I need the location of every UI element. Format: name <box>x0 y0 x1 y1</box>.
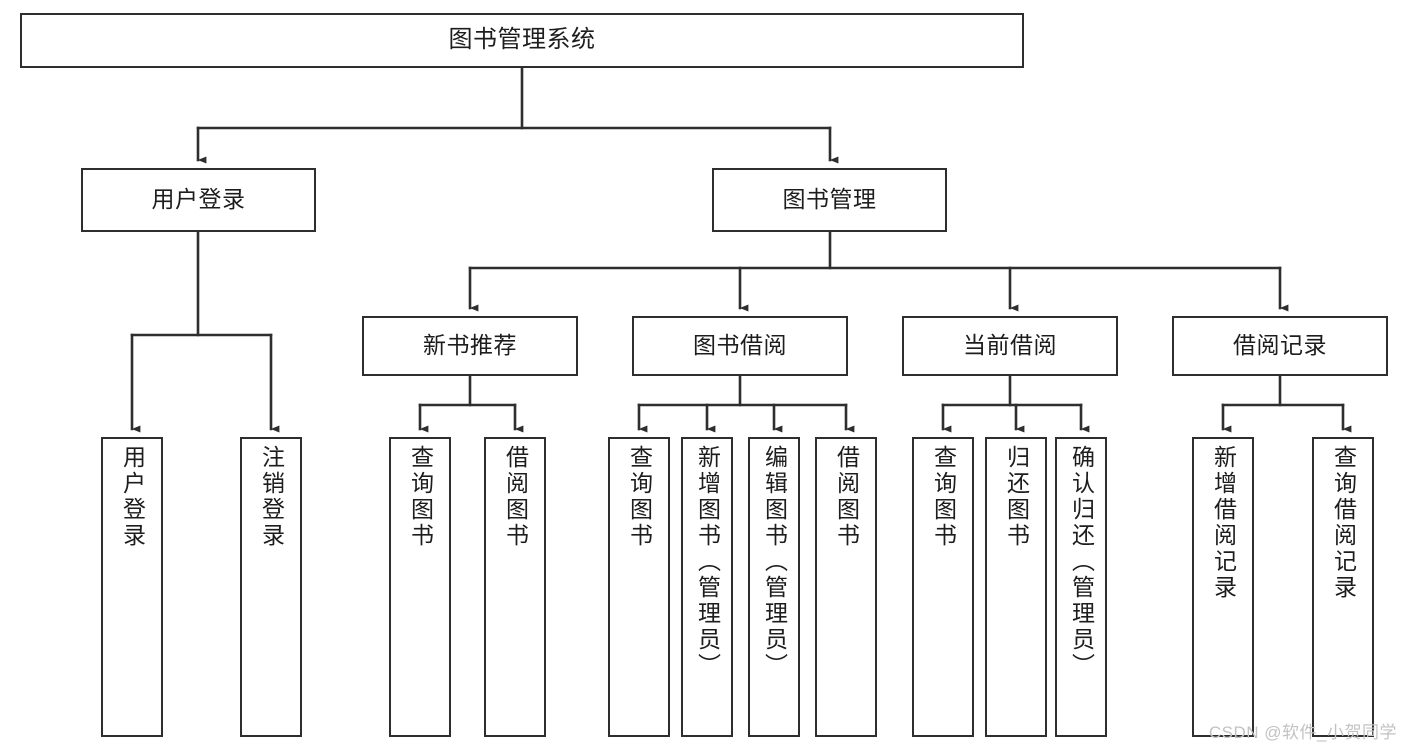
node-borrow-record-label: 借阅记录 <box>1233 332 1327 359</box>
node-current-borrow-label: 当前借阅 <box>963 332 1057 359</box>
leaf-edit-book-label: 编辑图书（管理员） <box>761 445 788 679</box>
csdn-watermark: CSDN @软件_小贺同学 <box>1208 723 1397 742</box>
leaf-query-borrow-record-label: 查询借阅记录 <box>1330 445 1357 601</box>
leaf-confirm-return[interactable]: 确认归还（管理员） <box>1055 437 1107 737</box>
leaf-edit-book[interactable]: 编辑图书（管理员） <box>748 437 800 737</box>
leaf-add-borrow-record-label: 新增借阅记录 <box>1210 445 1237 601</box>
leaf-borrow-book-2[interactable]: 借阅图书 <box>815 437 877 737</box>
leaf-return-book[interactable]: 归还图书 <box>985 437 1047 737</box>
leaf-borrow-book-1-label: 借阅图书 <box>502 445 529 549</box>
leaf-query-book-2-label: 查询图书 <box>626 445 653 549</box>
node-book-borrow-label: 图书借阅 <box>693 332 787 359</box>
leaf-query-book-3-label: 查询图书 <box>930 445 957 549</box>
node-user-login[interactable]: 用户登录 <box>81 168 316 232</box>
node-book-manage[interactable]: 图书管理 <box>712 168 947 232</box>
node-book-borrow[interactable]: 图书借阅 <box>632 316 848 376</box>
node-current-borrow[interactable]: 当前借阅 <box>902 316 1118 376</box>
leaf-borrow-book-2-label: 借阅图书 <box>833 445 860 549</box>
leaf-logout[interactable]: 注销登录 <box>240 437 302 737</box>
node-root-label: 图书管理系统 <box>448 26 596 54</box>
leaf-confirm-return-label: 确认归还（管理员） <box>1068 445 1095 679</box>
leaf-logout-label: 注销登录 <box>258 445 285 549</box>
leaf-query-book-1-label: 查询图书 <box>407 445 434 549</box>
leaf-query-book-1[interactable]: 查询图书 <box>389 437 451 737</box>
leaf-add-book-label: 新增图书（管理员） <box>694 445 721 679</box>
node-user-login-label: 用户登录 <box>151 186 246 213</box>
leaf-user-login-label: 用户登录 <box>119 445 146 549</box>
leaf-borrow-book-1[interactable]: 借阅图书 <box>484 437 546 737</box>
node-new-book-recommend-label: 新书推荐 <box>423 332 517 359</box>
leaf-query-book-2[interactable]: 查询图书 <box>608 437 670 737</box>
node-new-book-recommend[interactable]: 新书推荐 <box>362 316 578 376</box>
leaf-user-login[interactable]: 用户登录 <box>101 437 163 737</box>
node-root[interactable]: 图书管理系统 <box>20 13 1024 68</box>
node-book-manage-label: 图书管理 <box>782 186 877 213</box>
leaf-query-borrow-record[interactable]: 查询借阅记录 <box>1312 437 1374 737</box>
leaf-add-borrow-record[interactable]: 新增借阅记录 <box>1192 437 1254 737</box>
leaf-add-book[interactable]: 新增图书（管理员） <box>681 437 733 737</box>
leaf-return-book-label: 归还图书 <box>1003 445 1030 549</box>
node-borrow-record[interactable]: 借阅记录 <box>1172 316 1388 376</box>
leaf-query-book-3[interactable]: 查询图书 <box>912 437 974 737</box>
